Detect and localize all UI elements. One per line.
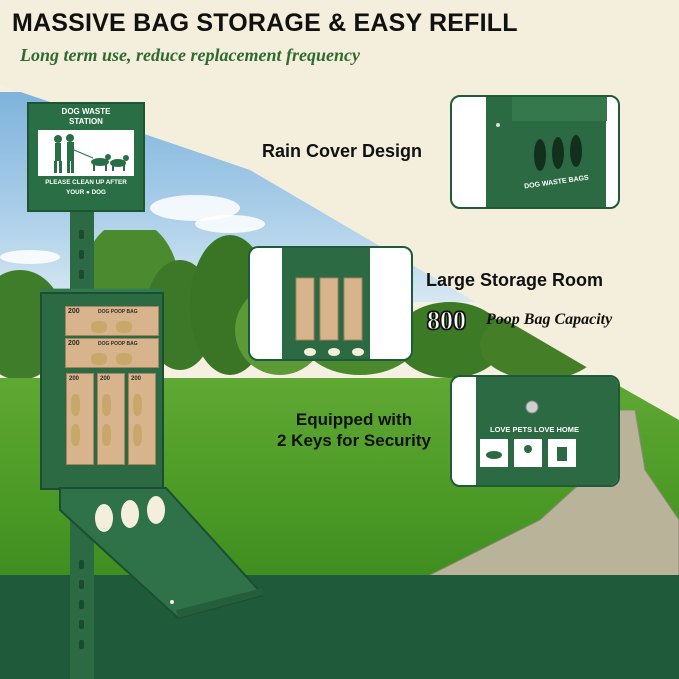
bag-roll (116, 353, 132, 365)
security-illustration (476, 377, 618, 485)
post-hole (79, 560, 84, 569)
pack-name: DOG POOP BAG (98, 309, 138, 315)
post-hole (79, 270, 84, 279)
bag-roll (133, 424, 142, 446)
bag-roll (91, 353, 107, 365)
dog-walker-icon (38, 130, 134, 176)
pack-count: 200 (100, 376, 111, 382)
post-hole (79, 600, 84, 609)
bag-roll (102, 424, 111, 446)
bag-roll (133, 394, 142, 416)
love-home-label: LOVE HOME (534, 425, 580, 434)
sign-footer-word: YOUR (66, 189, 85, 196)
bag-roll (116, 321, 132, 333)
bag-roll (91, 321, 107, 333)
feature-keys-line: Equipped with (295, 410, 413, 429)
bag-pack: 200 (66, 373, 94, 465)
sign-footer-word: DOG (91, 189, 106, 196)
pack-count: 200 (68, 308, 80, 315)
capacity-label: Poop Bag Capacity (486, 311, 613, 328)
dispenser-door-open[interactable] (58, 480, 263, 620)
security-card: LOVE PETS LOVE HOME (450, 375, 620, 487)
pack-count: 200 (68, 340, 80, 347)
sign-footer-line: PLEASE CLEAN UP AFTER (45, 179, 127, 186)
page-title: MASSIVE BAG STORAGE & EASY REFILL (12, 9, 518, 37)
pack-count: 200 (131, 376, 142, 382)
post-hole (79, 640, 84, 649)
feature-rain-cover: Rain Cover Design (262, 141, 423, 161)
feature-keys-line: 2 Keys for Security (276, 431, 431, 450)
post-hole (79, 250, 84, 259)
sign-title-line: STATION (69, 117, 103, 126)
bag-roll (71, 424, 80, 446)
rain-cover-illustration (486, 97, 607, 207)
station-sign: DOG WASTE STATION PLEASE CLEAN UP AFTER … (27, 102, 145, 212)
post-hole (79, 580, 84, 589)
bag-pack: 200 (97, 373, 125, 465)
cloud (0, 250, 60, 264)
bottom-band (0, 575, 679, 679)
page-subtitle: Long term use, reduce replacement freque… (20, 45, 360, 65)
sign-title-line: DOG WASTE (61, 107, 111, 116)
love-pets-label: LOVE PETS (490, 425, 533, 434)
bag-pack: 200 (128, 373, 156, 465)
bag-pack: 200 DOG POOP BAG (65, 306, 159, 336)
sign-footer-line: YOUR ● DOG (29, 188, 143, 198)
rain-cover-card: DOG WASTE BAGS (450, 95, 620, 209)
feature-storage: Large Storage Room (426, 270, 604, 290)
sign-title: DOG WASTE STATION (29, 107, 143, 127)
bag-roll (71, 394, 80, 416)
paw-icon: ● (86, 189, 90, 196)
sign-footer: PLEASE CLEAN UP AFTER YOUR ● DOG (29, 178, 143, 198)
post-hole (79, 230, 84, 239)
feature-keys: Equipped with 2 Keys for Security (264, 409, 444, 451)
pack-name: DOG POOP BAG (98, 341, 138, 347)
capacity-number: 800 (427, 306, 467, 336)
storage-illustration (282, 248, 370, 359)
post-hole (79, 620, 84, 629)
storage-card (248, 246, 413, 361)
bag-roll (102, 394, 111, 416)
cloud (195, 215, 265, 233)
bag-pack: 200 DOG POOP BAG (65, 338, 159, 368)
pack-count: 200 (69, 376, 80, 382)
